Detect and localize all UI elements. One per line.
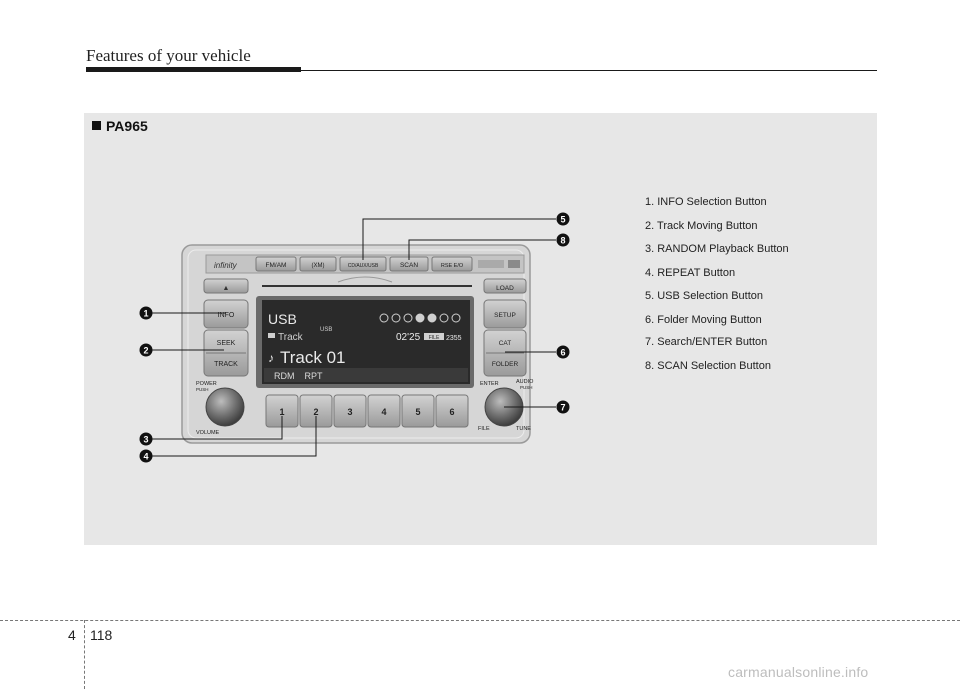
svg-text:POWER: POWER [196,381,217,387]
svg-text:6: 6 [560,348,565,358]
svg-text:TUNE: TUNE [516,426,531,432]
svg-text:Track 01: Track 01 [280,348,346,367]
svg-text:SEEK: SEEK [217,340,236,347]
legend-item: 6. Folder Moving Button [645,313,762,326]
svg-text:1: 1 [279,407,284,417]
header-rule-thin [301,70,877,71]
brand-logo: infinity [214,261,238,270]
watermark: carmanualsonline.info [728,664,869,680]
svg-text:(XM): (XM) [312,263,325,269]
svg-text:RDM RPT: RDM RPT [274,371,323,381]
legend-item: 7. Search/ENTER Button [645,335,768,348]
svg-text:SETUP: SETUP [494,312,516,319]
svg-text:FM/AM: FM/AM [266,262,287,269]
section-number: 4 [68,627,76,643]
svg-text:PUSH: PUSH [520,385,533,390]
header-rule-thick [86,67,301,72]
svg-text:FILE: FILE [429,335,440,341]
svg-text:TRACK: TRACK [214,361,238,368]
svg-text:AUDIO: AUDIO [516,379,534,385]
load-button[interactable] [483,278,527,294]
legend-item: 2. Track Moving Button [645,219,758,232]
svg-text:2: 2 [313,407,318,417]
svg-text:LOAD: LOAD [496,285,514,292]
svg-text:5: 5 [560,215,565,225]
svg-text:VOLUME: VOLUME [196,430,220,436]
legend-item: 3. RANDOM Playback Button [645,243,789,256]
legend-item: 5. USB Selection Button [645,290,764,303]
fm-am-button[interactable] [255,256,297,272]
page-header-title: Features of your vehicle [86,46,251,65]
model-name: PA965 [106,118,148,134]
music-note-icon: ♪ [268,351,274,365]
preset-buttons[interactable]: 1 2 3 4 5 6 [265,394,469,428]
svg-text:2: 2 [143,346,148,356]
callout-badges: 1 2 3 4 5 6 7 8 [139,212,570,463]
svg-text:3: 3 [347,407,352,417]
svg-text:7: 7 [560,403,565,413]
svg-text:02'25: 02'25 [396,332,421,343]
svg-text:SCAN: SCAN [400,262,418,269]
svg-text:USB: USB [268,311,297,327]
svg-text:USB: USB [320,327,332,333]
eject-button[interactable] [203,278,249,294]
svg-text:RSE E/O: RSE E/O [441,263,464,269]
svg-text:FILE: FILE [478,426,490,432]
info-button[interactable] [203,299,249,329]
legend-item: 1. INFO Selection Button [645,196,767,208]
footer-divider [84,620,85,689]
legend-item: 8. SCAN Selection Button [645,359,771,372]
svg-text:CAT: CAT [499,340,512,347]
setup-button[interactable] [483,299,527,329]
bluetooth-icon [478,260,520,268]
svg-text:CD/AUX/USB: CD/AUX/USB [348,263,379,269]
legend-list: 1. INFO Selection Button 2. Track Moving… [645,194,789,381]
svg-text:6: 6 [449,407,454,417]
svg-text:INFO: INFO [218,312,235,319]
model-heading: PA965 [92,118,148,134]
svg-text:Track: Track [278,332,304,343]
svg-text:3: 3 [143,435,148,445]
folder-icon [268,333,275,338]
legend-item: 4. REPEAT Button [645,266,736,279]
disc-indicator-icons [379,313,461,323]
xm-button[interactable] [299,256,337,272]
svg-text:▲: ▲ [223,285,230,292]
svg-text:2355: 2355 [446,335,462,342]
page-number: 118 [90,627,113,643]
svg-text:8: 8 [560,236,565,246]
rse-button[interactable] [431,256,473,272]
svg-text:PUSH: PUSH [196,387,209,392]
svg-text:4: 4 [381,407,386,417]
svg-text:FOLDER: FOLDER [492,361,519,368]
svg-text:ENTER: ENTER [480,381,499,387]
svg-text:5: 5 [415,407,420,417]
volume-knob[interactable] [205,387,245,427]
svg-text:1: 1 [143,309,148,319]
footer-rule [0,620,960,621]
svg-text:4: 4 [143,452,148,462]
callout-leader-lines [152,218,556,457]
square-bullet-icon [92,121,101,130]
